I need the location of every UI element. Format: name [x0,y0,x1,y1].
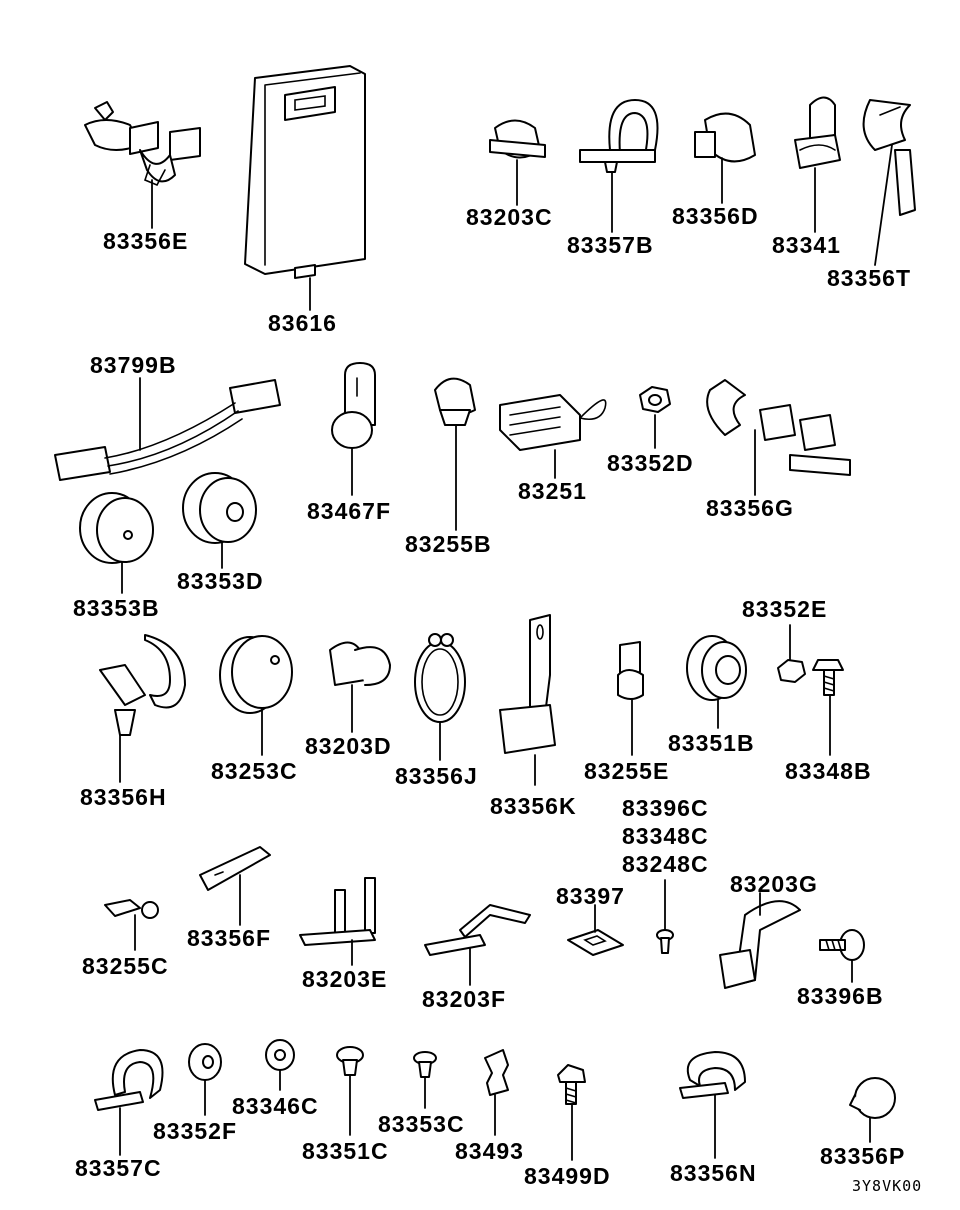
part-label-83356J: 83356J [395,763,478,789]
part-label-83799B: 83799B [90,352,177,378]
part-label-83348B: 83348B [785,758,872,784]
part-83356H-drawing [99,634,186,736]
part-83346C-drawing [265,1039,295,1071]
part-label-83499D: 83499D [524,1163,611,1189]
part-83397-drawing [567,929,624,956]
part-83203F-drawing [424,904,531,956]
part-83799B-drawing [54,379,281,481]
part-label-83255E: 83255E [584,758,670,784]
part-83493-drawing [484,1049,509,1096]
part-83357B-drawing [579,99,659,173]
part-label-83253C: 83253C [211,758,298,784]
part-label-83353C: 83353C [378,1111,465,1137]
part-label-83356N: 83356N [670,1160,757,1186]
part-83253C-drawing [219,635,293,714]
part-label-83255B: 83255B [405,531,492,557]
part-label-83357B: 83357B [567,232,654,258]
part-83203D-drawing [329,641,391,686]
part-83353C-drawing [413,1051,437,1078]
part-label-83248C: 83248C [622,851,709,877]
part-83352D-drawing [639,386,671,413]
part-label-83353D: 83353D [177,568,264,594]
part-label-83251: 83251 [518,478,587,504]
part-label-83203C: 83203C [466,204,553,230]
part-label-83352D: 83352D [607,450,694,476]
part-label-83203F: 83203F [422,986,507,1012]
part-83348B-drawing [812,659,844,696]
part-label-83341: 83341 [772,232,841,258]
part-83255E-drawing [617,641,644,700]
part-label-83356H: 83356H [80,784,167,810]
part-label-83351C: 83351C [302,1138,389,1164]
part-83356D-drawing [694,112,756,163]
part-label-83346C: 83346C [232,1093,319,1119]
part-label-83255C: 83255C [82,953,169,979]
part-83351B-drawing [686,635,747,701]
part-label-83616: 83616 [268,310,337,336]
part-label-83353B: 83353B [73,595,160,621]
part-83467F-drawing [331,362,376,449]
part-83357C-drawing [94,1049,164,1111]
part-83356G-drawing [706,379,851,476]
part-label-83203D: 83203D [305,733,392,759]
part-label-83356F: 83356F [187,925,272,951]
part-83251-drawing [499,394,607,451]
part-label-83356D: 83356D [672,203,759,229]
part-83499D-drawing [557,1064,586,1105]
part-83255B-drawing [434,377,476,426]
part-label-83352F: 83352F [153,1118,238,1144]
part-83353B-drawing [79,492,154,564]
part-83356J-drawing [414,633,466,723]
part-83203G-drawing [719,900,801,989]
part-83203E-drawing [299,877,376,946]
part-label-83397: 83397 [556,883,625,909]
part-83396B-drawing [819,929,865,961]
part-label-83396B: 83396B [797,983,884,1009]
part-83356K-drawing [499,614,556,754]
part-label-83396C: 83396C [622,795,709,821]
part-label-83352E: 83352E [742,596,828,622]
part-label-83493: 83493 [455,1138,524,1164]
part-label-83351B: 83351B [668,730,755,756]
part-83351C-drawing [336,1046,364,1076]
part-83341-drawing [794,96,841,169]
part-83352F-drawing [188,1043,222,1081]
part-83353D-drawing [182,472,257,544]
part-label-83203G: 83203G [730,871,818,897]
part-label-83356K: 83356K [490,793,577,819]
part-83203C-drawing [489,119,546,159]
part-83356N-drawing [679,1051,746,1099]
part-83356T-drawing [862,99,916,216]
part-83616-drawing [244,65,366,279]
part-83356P-drawing [849,1077,896,1119]
diagram-code: 3Y8VK00 [852,1177,923,1195]
part-83356E-drawing [84,101,201,187]
part-label-83356E: 83356E [103,228,189,254]
part-label-83348C: 83348C [622,823,709,849]
part-83356F-drawing [199,846,271,891]
part-label-83203E: 83203E [302,966,388,992]
part-83352E-drawing [777,659,806,683]
part-83248C-drawing [656,929,674,954]
leader-83356T [874,144,893,266]
part-label-83357C: 83357C [75,1155,162,1181]
part-83255C-drawing [104,899,159,919]
part-label-83356G: 83356G [706,495,794,521]
part-label-83467F: 83467F [307,498,392,524]
part-label-83356T: 83356T [827,265,912,291]
part-label-83356P: 83356P [820,1143,906,1169]
